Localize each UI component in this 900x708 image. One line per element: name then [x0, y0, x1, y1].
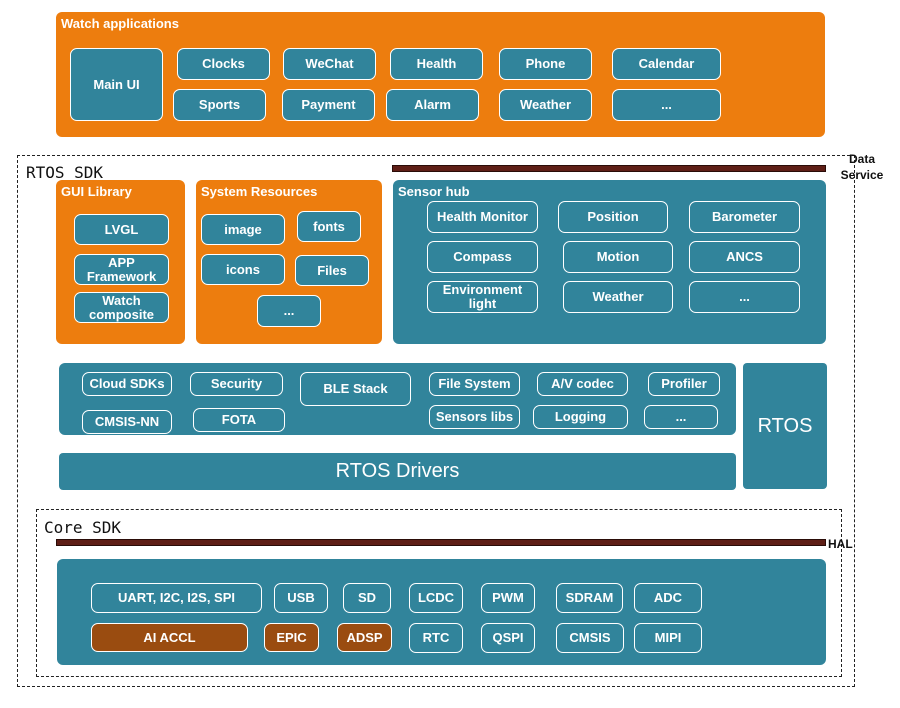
hal-pwm[interactable]: PWM: [481, 583, 535, 613]
hal-mipi[interactable]: MIPI: [634, 623, 702, 653]
mw-cloud-sdks[interactable]: Cloud SDKs: [82, 372, 172, 396]
gui-watch-composite[interactable]: Watch composite: [74, 292, 169, 323]
mw-profiler[interactable]: Profiler: [648, 372, 720, 396]
core-sdk-frame: [36, 509, 842, 677]
resource-fonts[interactable]: fonts: [297, 211, 361, 242]
rtos-sdk-title: RTOS SDK: [24, 163, 106, 182]
gui-library-panel: GUI Library LVGL APP Framework Watch com…: [56, 180, 185, 344]
app-alarm[interactable]: Alarm: [386, 89, 479, 121]
hal-epic[interactable]: EPIC: [264, 623, 319, 652]
app-calendar[interactable]: Calendar: [612, 48, 721, 80]
app-wechat[interactable]: WeChat: [283, 48, 376, 80]
hal-adsp[interactable]: ADSP: [337, 623, 392, 652]
core-sdk-panel: UART, I2C, I2S, SPI USB SD LCDC PWM SDRA…: [57, 559, 826, 665]
rtos-drivers-box[interactable]: RTOS Drivers: [59, 453, 736, 490]
hal-lcdc[interactable]: LCDC: [409, 583, 463, 613]
sensor-position[interactable]: Position: [558, 201, 668, 233]
watch-applications-title: Watch applications: [61, 16, 179, 31]
hal-label: HAL: [828, 537, 853, 551]
system-resources-title: System Resources: [201, 184, 318, 199]
app-sports[interactable]: Sports: [173, 89, 266, 121]
hal-cmsis[interactable]: CMSIS: [556, 623, 624, 653]
core-sdk-title: Core SDK: [42, 518, 124, 537]
resource-icons[interactable]: icons: [201, 254, 285, 285]
resource-image[interactable]: image: [201, 214, 285, 245]
system-resources-panel: System Resources image fonts icons Files…: [196, 180, 382, 344]
hal-sdram[interactable]: SDRAM: [556, 583, 623, 613]
app-phone[interactable]: Phone: [499, 48, 592, 80]
mw-ble-stack[interactable]: BLE Stack: [300, 372, 411, 406]
hal-adc[interactable]: ADC: [634, 583, 702, 613]
hal-ai-accl[interactable]: AI ACCL: [91, 623, 248, 652]
sensor-motion[interactable]: Motion: [563, 241, 673, 273]
resource-more[interactable]: ...: [257, 295, 321, 327]
sensor-ancs[interactable]: ANCS: [689, 241, 800, 273]
rtos-sdk-frame: [17, 155, 855, 687]
mw-more[interactable]: ...: [644, 405, 718, 429]
app-more[interactable]: ...: [612, 89, 721, 121]
hal-bar: [56, 539, 826, 546]
sensor-more[interactable]: ...: [689, 281, 800, 313]
app-health[interactable]: Health: [390, 48, 483, 80]
app-weather[interactable]: Weather: [499, 89, 592, 121]
hal-qspi[interactable]: QSPI: [481, 623, 535, 653]
sensor-barometer[interactable]: Barometer: [689, 201, 800, 233]
watch-applications-panel: Watch applications Main UI Clocks WeChat…: [56, 12, 825, 137]
mw-cmsis-nn[interactable]: CMSIS-NN: [82, 410, 172, 434]
app-clocks[interactable]: Clocks: [177, 48, 270, 80]
rtos-box[interactable]: RTOS: [743, 363, 827, 489]
hal-sd[interactable]: SD: [343, 583, 391, 613]
middleware-panel: Cloud SDKs Security BLE Stack File Syste…: [59, 363, 736, 435]
sensor-environment-light[interactable]: Environment light: [427, 281, 538, 313]
mw-fota[interactable]: FOTA: [193, 408, 285, 432]
hal-rtc[interactable]: RTC: [409, 623, 463, 653]
data-service-bar: [392, 165, 826, 172]
main-ui-box[interactable]: Main UI: [70, 48, 163, 121]
hal-usb[interactable]: USB: [274, 583, 328, 613]
sensor-health-monitor[interactable]: Health Monitor: [427, 201, 538, 233]
data-service-label: Data Service: [840, 152, 884, 183]
sensor-hub-panel: Sensor hub Health Monitor Position Barom…: [393, 180, 826, 344]
mw-sensors-libs[interactable]: Sensors libs: [429, 405, 520, 429]
app-payment[interactable]: Payment: [282, 89, 375, 121]
mw-av-codec[interactable]: A/V codec: [537, 372, 628, 396]
resource-files[interactable]: Files: [295, 255, 369, 286]
mw-file-system[interactable]: File System: [429, 372, 520, 396]
gui-app-framework[interactable]: APP Framework: [74, 254, 169, 285]
mw-logging[interactable]: Logging: [533, 405, 628, 429]
gui-lvgl[interactable]: LVGL: [74, 214, 169, 245]
mw-security[interactable]: Security: [190, 372, 283, 396]
sensor-compass[interactable]: Compass: [427, 241, 538, 273]
sensor-hub-title: Sensor hub: [398, 184, 470, 199]
gui-library-title: GUI Library: [61, 184, 132, 199]
hal-uart-i2c-i2s-spi[interactable]: UART, I2C, I2S, SPI: [91, 583, 262, 613]
sensor-weather[interactable]: Weather: [563, 281, 673, 313]
